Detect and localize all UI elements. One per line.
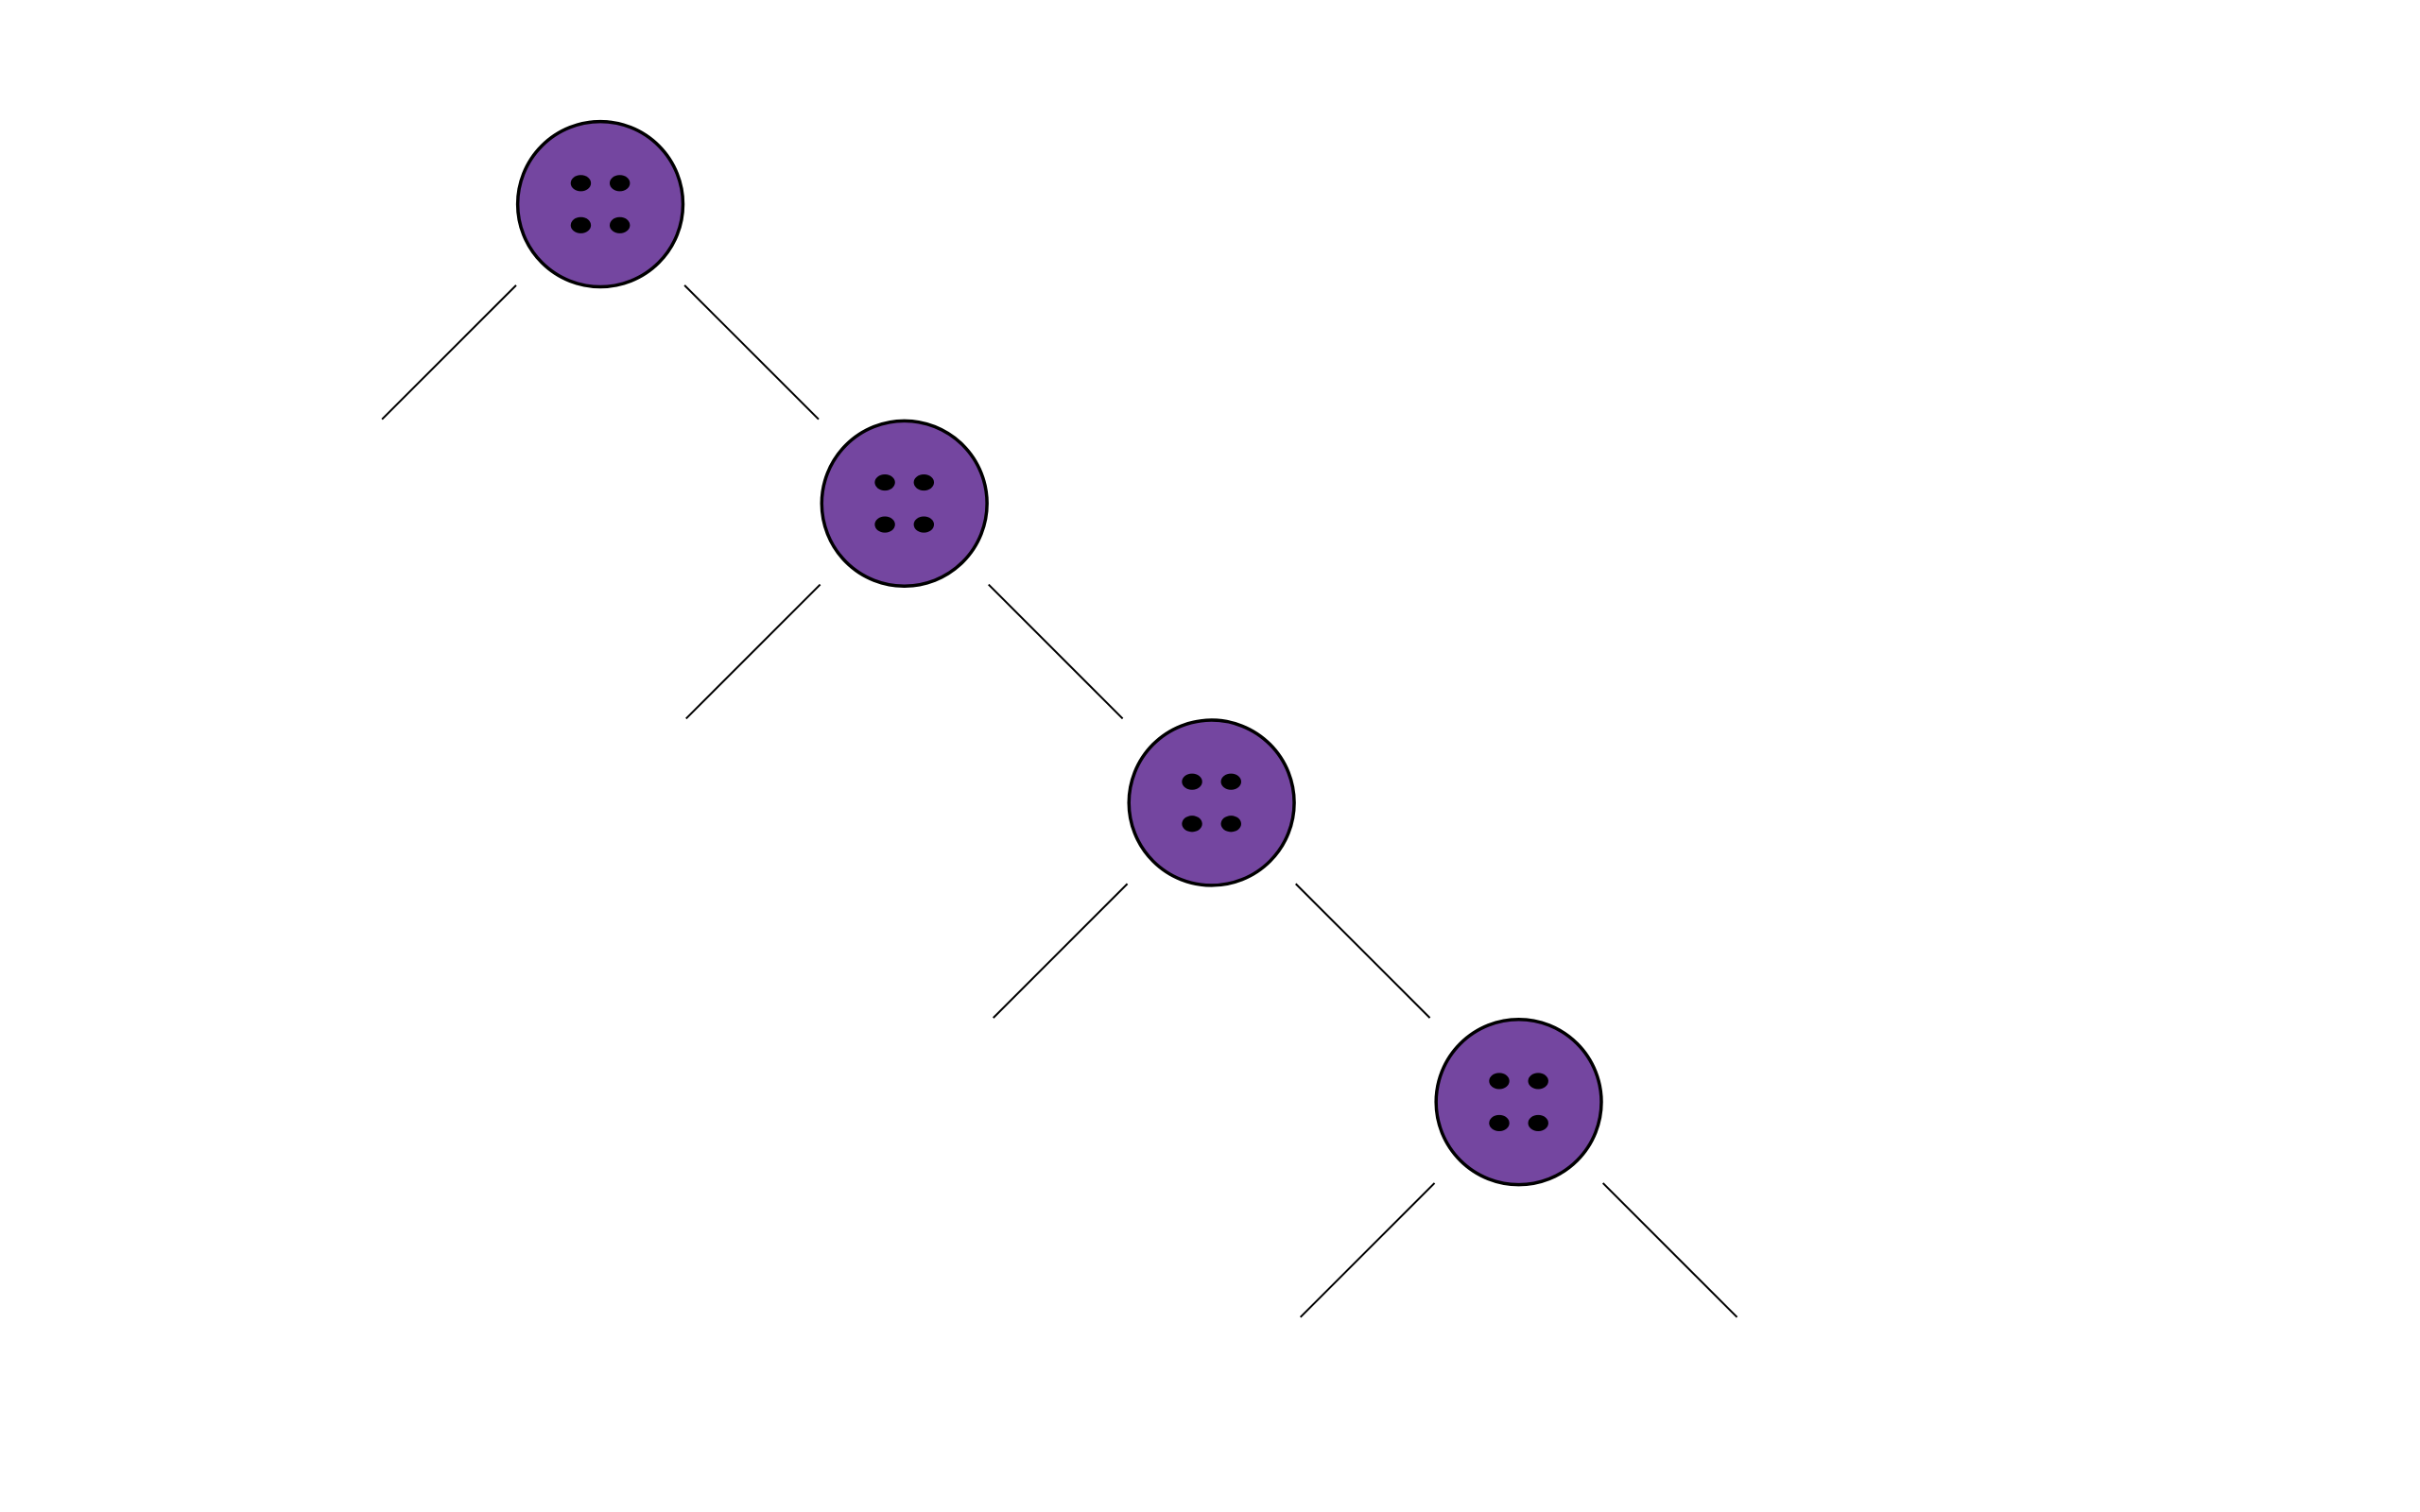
node-circle [515, 119, 685, 289]
tree-node [1434, 1018, 1603, 1187]
left-branch [381, 284, 517, 421]
button-hole [1489, 1114, 1510, 1132]
left-branch [1299, 1182, 1436, 1318]
right-branch [683, 284, 820, 421]
button-hole [1182, 816, 1202, 833]
left-branch [993, 883, 1129, 1019]
button-hole [1489, 1073, 1510, 1090]
node-circle [1127, 718, 1296, 887]
button-hole [1220, 816, 1241, 833]
button-hole [913, 473, 935, 491]
button-hole [570, 216, 592, 233]
button-hole [1528, 1114, 1548, 1132]
button-hole [1182, 773, 1202, 790]
nodes [515, 119, 1603, 1187]
button-hole [1220, 773, 1241, 790]
button-four-holes-icon [1489, 1073, 1548, 1132]
node-circle [820, 419, 989, 588]
button-hole [1528, 1073, 1548, 1090]
tree-node [820, 419, 989, 588]
button-four-holes-icon [874, 473, 935, 533]
right-branch [988, 583, 1124, 720]
right-branch [1295, 883, 1431, 1019]
button-hole [570, 175, 592, 192]
button-hole [609, 216, 631, 233]
node-circle [1434, 1018, 1603, 1187]
branches [381, 284, 1738, 1318]
button-hole [874, 473, 895, 491]
right-branch [1601, 1182, 1738, 1318]
left-branch [685, 583, 821, 720]
button-four-holes-icon [570, 175, 631, 233]
tree-node [515, 119, 685, 289]
button-hole [874, 516, 895, 533]
button-hole [913, 516, 935, 533]
button-hole [609, 175, 631, 192]
button-four-holes-icon [1182, 773, 1241, 833]
tree-node [1127, 718, 1296, 887]
